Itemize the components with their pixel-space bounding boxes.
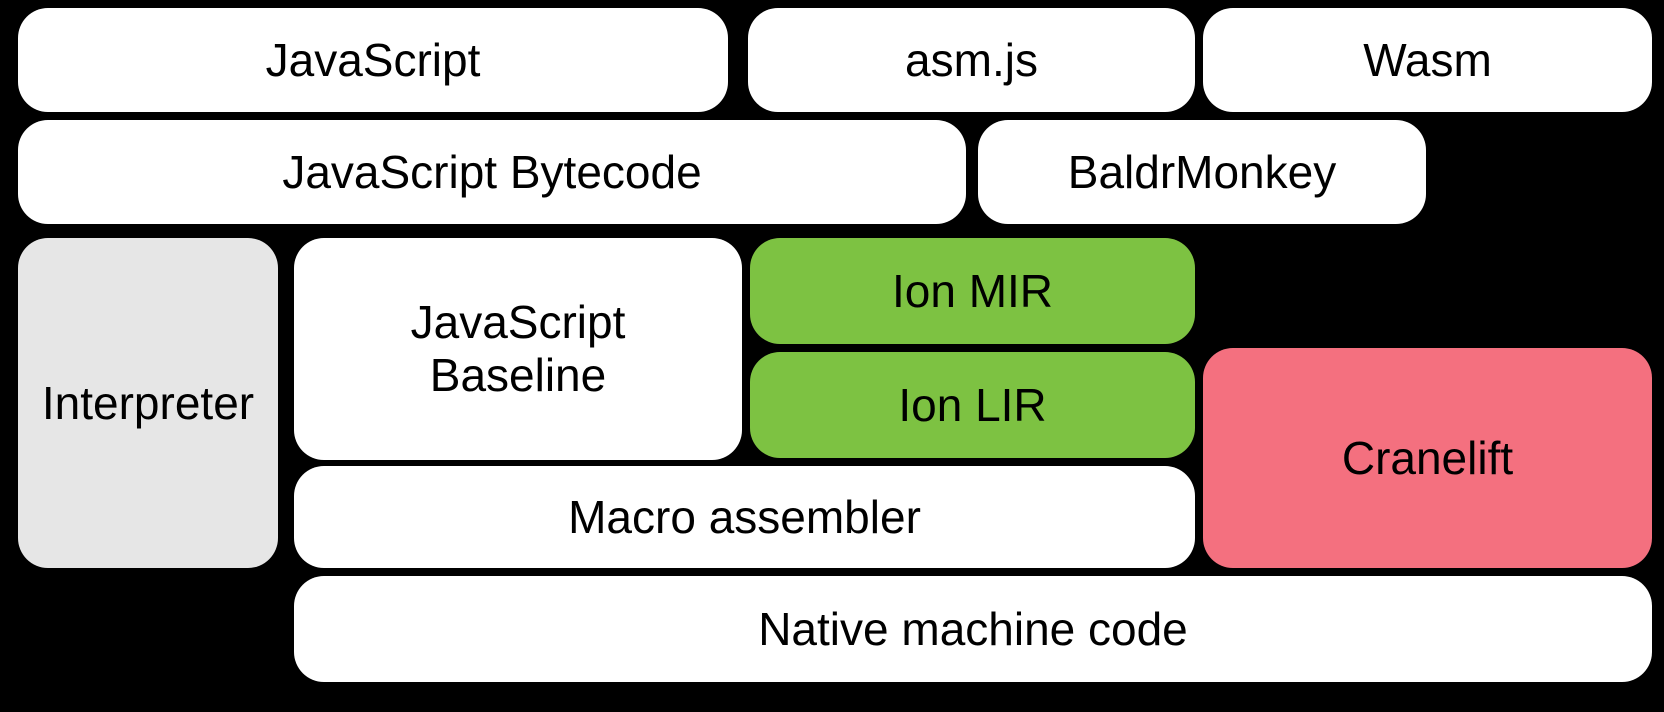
box-javascript-baseline: JavaScript Baseline — [294, 238, 742, 460]
box-macro-assembler-label: Macro assembler — [568, 490, 921, 543]
box-ion-lir: Ion LIR — [750, 352, 1195, 458]
box-asmjs: asm.js — [748, 8, 1195, 112]
box-cranelift-label: Cranelift — [1341, 431, 1514, 484]
box-wasm-label: Wasm — [1363, 33, 1492, 86]
box-javascript-baseline-label: JavaScript Baseline — [410, 296, 639, 401]
box-javascript-bytecode-label: JavaScript Bytecode — [282, 145, 702, 198]
box-javascript-label: JavaScript — [265, 33, 481, 86]
box-javascript: JavaScript — [18, 8, 728, 112]
box-interpreter: Interpreter — [18, 238, 278, 568]
box-javascript-bytecode: JavaScript Bytecode — [18, 120, 966, 224]
box-ion-mir: Ion MIR — [750, 238, 1195, 344]
box-wasm: Wasm — [1203, 8, 1652, 112]
box-asmjs-label: asm.js — [905, 33, 1038, 86]
box-baldrmonkey: BaldrMonkey — [978, 120, 1426, 224]
box-native-machine-code-label: Native machine code — [758, 602, 1188, 655]
box-macro-assembler: Macro assembler — [294, 466, 1195, 568]
box-ion-lir-label: Ion LIR — [898, 378, 1047, 431]
box-baldrmonkey-label: BaldrMonkey — [1067, 145, 1337, 198]
box-ion-mir-label: Ion MIR — [891, 264, 1054, 317]
box-native-machine-code: Native machine code — [294, 576, 1652, 682]
box-interpreter-label: Interpreter — [41, 376, 255, 429]
box-cranelift: Cranelift — [1203, 348, 1652, 568]
